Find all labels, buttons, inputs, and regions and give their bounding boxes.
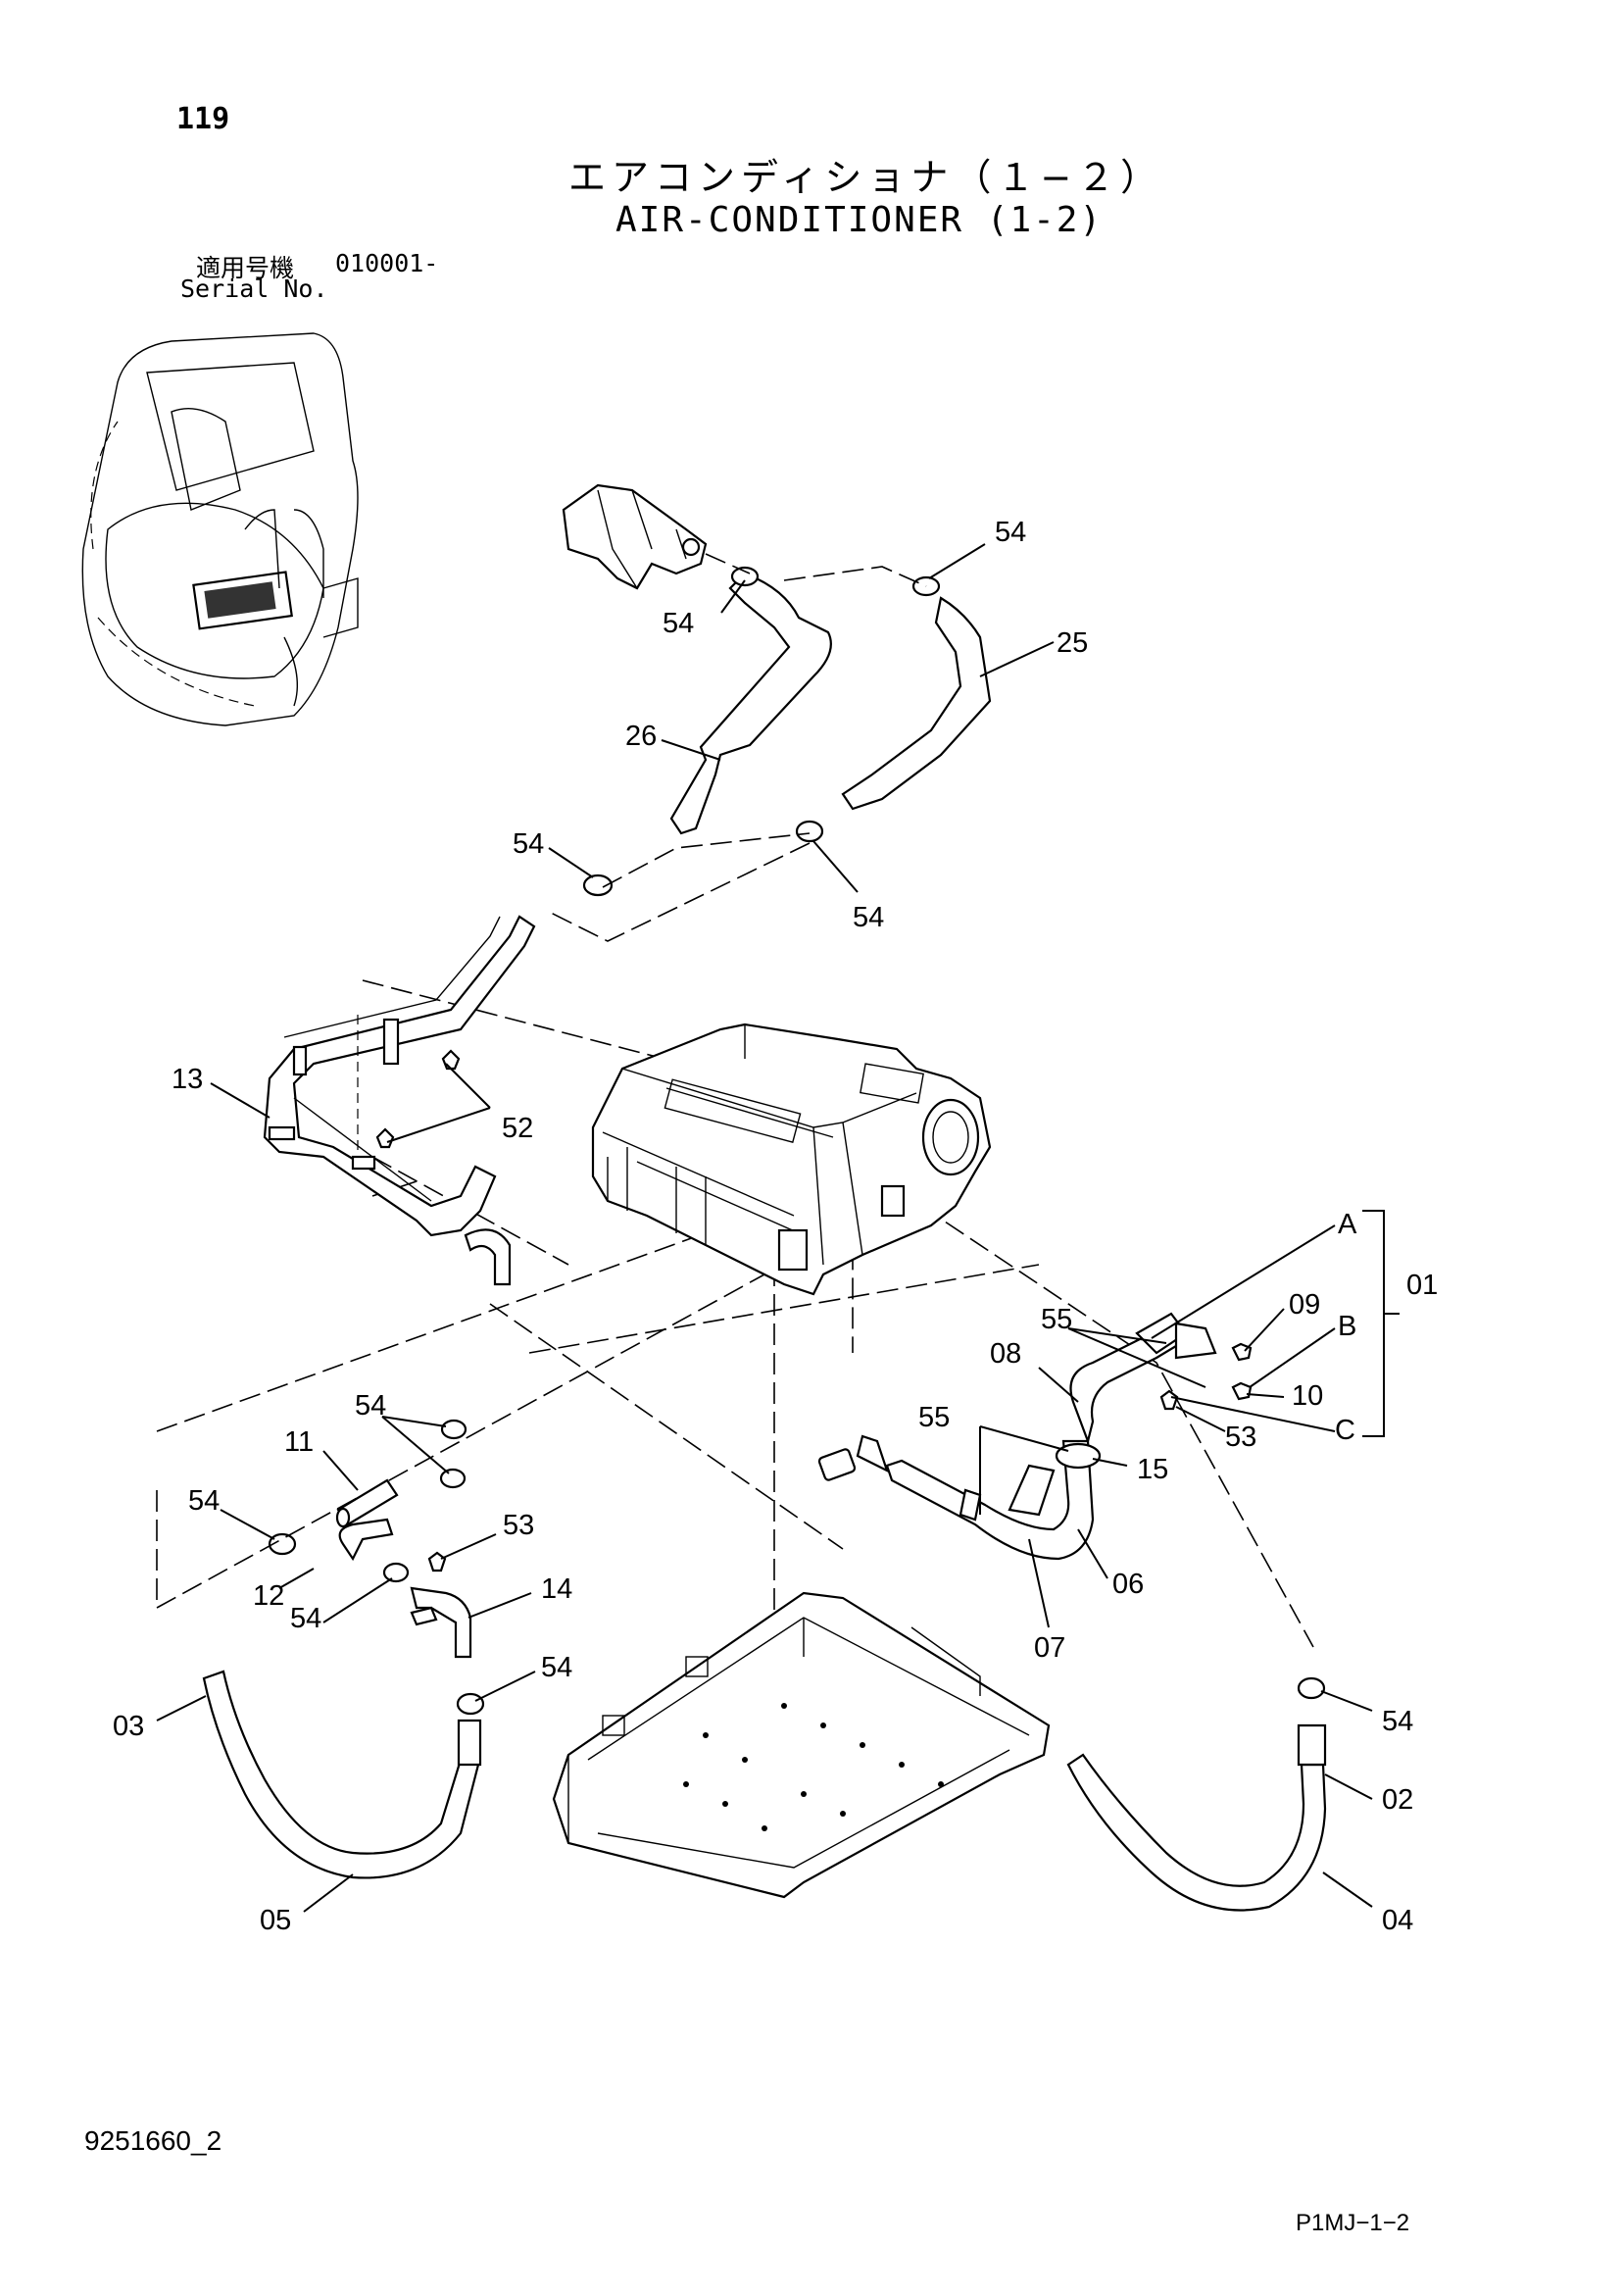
callout-53: 53 — [1225, 1422, 1256, 1453]
callout-25: 25 — [1057, 627, 1088, 659]
title-english: AIR-CONDITIONER (1-2) — [615, 200, 1104, 240]
serial-number-value: 010001- — [335, 249, 439, 277]
screws-52 — [375, 1049, 461, 1149]
callout-14: 14 — [541, 1573, 572, 1605]
callout-05: 05 — [260, 1905, 291, 1936]
callout-52: 52 — [502, 1113, 533, 1144]
callout-12: 12 — [253, 1580, 284, 1612]
page-number: 119 — [176, 102, 230, 136]
hose-26 — [669, 572, 832, 835]
serial-label-english: Serial No. — [180, 275, 328, 303]
callout-54: 54 — [355, 1390, 386, 1422]
drawing-number: 9251660_2 — [84, 2125, 222, 2156]
duct-outlet-bracket — [562, 483, 708, 590]
sheet-code: P1MJ−1−2 — [1296, 2210, 1410, 2236]
callout-03: 03 — [113, 1711, 144, 1742]
callout-09: 09 — [1289, 1289, 1320, 1321]
callout-A: A — [1338, 1209, 1357, 1240]
callout-54: 54 — [995, 517, 1026, 548]
hoses-11-12-14 — [335, 1478, 472, 1659]
machine-overview-thumbnail — [81, 332, 359, 726]
callout-54: 54 — [541, 1652, 572, 1683]
drain-hose-04 — [1066, 1723, 1327, 1912]
title-japanese: エアコンディショナ（１−２） — [568, 156, 1164, 199]
callout-C: C — [1335, 1415, 1355, 1446]
callout-08: 08 — [990, 1338, 1021, 1370]
callout-26: 26 — [625, 721, 657, 752]
callout-leader-lines — [156, 543, 1400, 1913]
callout-02: 02 — [1382, 1784, 1413, 1816]
callout-B: B — [1338, 1311, 1356, 1342]
callout-54: 54 — [1382, 1706, 1413, 1737]
callout-54: 54 — [188, 1485, 220, 1517]
callout-06: 06 — [1112, 1569, 1144, 1600]
callout-15: 15 — [1137, 1454, 1168, 1485]
callout-54: 54 — [290, 1603, 321, 1634]
callout-11: 11 — [284, 1426, 314, 1458]
hose-25 — [841, 596, 992, 811]
callout-53: 53 — [503, 1510, 534, 1541]
callout-55: 55 — [1041, 1304, 1072, 1335]
callout-01: 01 — [1406, 1270, 1438, 1301]
callout-10: 10 — [1292, 1380, 1323, 1412]
air-conditioner-unit — [591, 1023, 992, 1296]
screws-09-10-53 — [427, 1342, 1253, 1572]
callout-07: 07 — [1034, 1632, 1065, 1664]
callout-54: 54 — [853, 902, 884, 933]
floor-plate — [552, 1591, 1051, 1899]
callout-54: 54 — [663, 608, 694, 639]
pipe-13 — [263, 915, 536, 1286]
serial-label-japanese: 適用号機 — [196, 254, 295, 282]
hose-clamps — [268, 566, 1326, 1716]
callout-04: 04 — [1382, 1905, 1413, 1936]
callout-labels: 54 54 25 26 54 54 13 52 A 01 09 B 55 08 … — [113, 517, 1438, 1936]
pipes-06-07-08 — [817, 1312, 1217, 1561]
callout-55: 55 — [918, 1402, 950, 1433]
callout-13: 13 — [172, 1064, 203, 1095]
callout-54: 54 — [513, 828, 544, 860]
drain-hose-05 — [202, 1670, 482, 1879]
